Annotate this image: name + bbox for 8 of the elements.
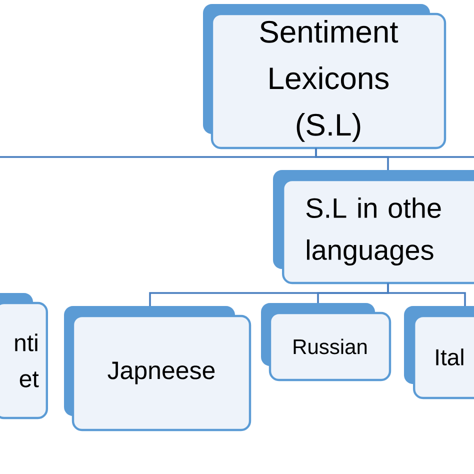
tree-box: S.L in othe languages — [273, 170, 474, 284]
tree-box: Russian — [261, 303, 392, 382]
tree-box: nti et — [0, 293, 48, 420]
tree-box: Japneese — [64, 306, 252, 432]
tree-box: Sentiment Lexicons (S.L) — [203, 4, 446, 150]
connector-line — [315, 148, 474, 158]
connector-line — [387, 283, 466, 306]
tree-box: Ital — [404, 306, 474, 400]
